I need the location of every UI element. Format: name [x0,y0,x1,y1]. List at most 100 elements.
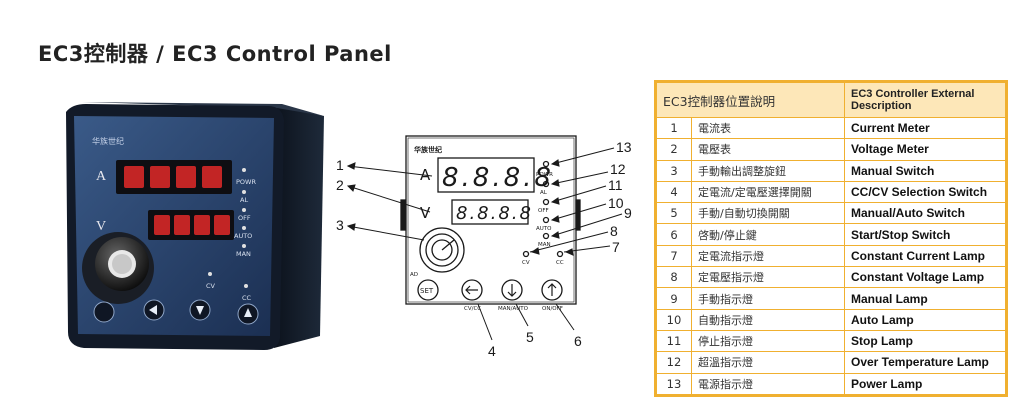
row-chinese-label: 啓動/停止鍵 [691,223,845,246]
diagram-display-a [437,157,535,193]
photo-display-v-label: V [96,219,106,234]
diagram-lamp-al: AL [540,190,548,196]
photo-display-a-label: A [96,169,107,184]
callout-10: 10 [608,195,624,211]
row-number: 7 [655,244,692,268]
diagram-digits-bottom: 8.8.8.8 [456,203,533,224]
row-english-label: Voltage Meter [844,138,1007,161]
row-english-label: Over Temperature Lamp [844,351,1007,374]
diagram-lamp-off: OFF [538,208,549,214]
diagram-display-v [451,199,529,225]
controller-diagram: 华族世纪 A V 8.8.8.8 8.8.8.8 POWR AL OFF AUT… [336,135,632,359]
callout-13: 13 [616,139,632,155]
row-chinese-label: 手動指示燈 [691,287,845,310]
callout-5: 5 [526,329,534,345]
diagram-lamp-auto: AUTO [536,226,552,232]
row-chinese-label: 手動輸出調整旋鈕 [691,159,845,182]
photo-lamp-auto: AUTO [234,232,252,240]
row-english-label: Auto Lamp [844,308,1007,331]
diagram-btn-label-cvcc: CV/CC [464,306,481,312]
photo-lamp-al: AL [240,196,248,204]
row-english-label: Current Meter [844,116,1007,140]
row-english-label: CC/CV Selection Switch [844,180,1007,204]
row-number: 2 [655,138,692,161]
table-header-row: EC3控制器位置說明 EC3 Controller External Descr… [655,81,1007,118]
row-chinese-label: 定電流/定電壓選擇開關 [691,180,845,204]
diagram-btn-label-onoff: ON/OFF [542,306,563,312]
row-chinese-label: 電流表 [691,116,845,140]
row-chinese-label: 自動指示燈 [691,308,845,331]
photo-lamp-cv: CV [206,282,216,290]
diagram-button-cvcc [461,279,483,301]
callout-2: 2 [336,177,344,193]
diagram-lamp-power: POWR [536,172,553,178]
row-chinese-label: 定電壓指示燈 [691,266,845,289]
row-english-label: Constant Current Lamp [844,244,1007,268]
diagram-digits-top: 8.8.8.8 [442,163,554,193]
photo-lamp-off: OFF [238,214,251,222]
row-number: 11 [655,329,692,353]
diagram-button-onoff [541,279,563,301]
photo-brand: 华族世纪 [92,136,124,146]
photo-lamp-man: MAN [236,250,251,258]
row-english-label: Start/Stop Switch [844,223,1007,246]
row-english-label: Power Lamp [844,372,1007,396]
row-english-label: Manual/Auto Switch [844,202,1007,225]
row-english-label: Manual Lamp [844,287,1007,310]
row-number: 9 [655,287,692,310]
row-chinese-label: 超溫指示燈 [691,351,845,374]
row-number: 10 [655,308,692,331]
table-header-right: EC3 Controller External Description [844,81,1007,118]
diagram-button-set [417,279,439,301]
row-number: 13 [655,372,692,396]
diagram-brand: 华族世纪 [414,145,442,154]
callout-9: 9 [624,205,632,221]
row-chinese-label: 手動/自動切換開關 [691,202,845,225]
callout-7: 7 [612,239,620,255]
row-chinese-label: 定電流指示燈 [691,244,845,268]
diagram-ad-label: AD [410,272,418,278]
row-english-label: Manual Switch [844,159,1007,182]
diagram-lamp-cc: CC [556,260,564,266]
row-number: 6 [655,223,692,246]
diagram-lamp-cv: CV [522,260,530,266]
row-number: 1 [655,116,692,140]
callout-8: 8 [610,223,618,239]
photo-lamp-power: POWR [236,178,256,186]
diagram-lamp-man: MAN [538,242,551,248]
row-number: 5 [655,202,692,225]
row-english-label: Stop Lamp [844,329,1007,353]
callout-4: 4 [488,343,496,359]
callout-11: 11 [608,177,623,193]
row-chinese-label: 電源指示燈 [691,372,845,396]
photo-lamp-cc: CC [242,294,252,302]
row-chinese-label: 停止指示燈 [691,329,845,353]
row-number: 8 [655,266,692,289]
callout-1: 1 [336,157,344,173]
diagram-btn-label-manauto: MAN/AUTO [498,306,529,312]
photo-button-1 [93,301,115,323]
table-header-left: EC3控制器位置說明 [655,81,845,118]
controller-photo: 华族世纪 A V POWR AL OFF AUTO MAN CV CC [66,102,324,350]
row-number: 4 [655,180,692,204]
diagram-button-manauto [501,279,523,301]
row-number: 12 [655,351,692,374]
row-chinese-label: 電壓表 [691,138,845,161]
diagram-knob [419,227,465,273]
diagram-set-label: SET [420,287,434,295]
page-title: EC3控制器 / EC3 Control Panel [38,42,392,66]
